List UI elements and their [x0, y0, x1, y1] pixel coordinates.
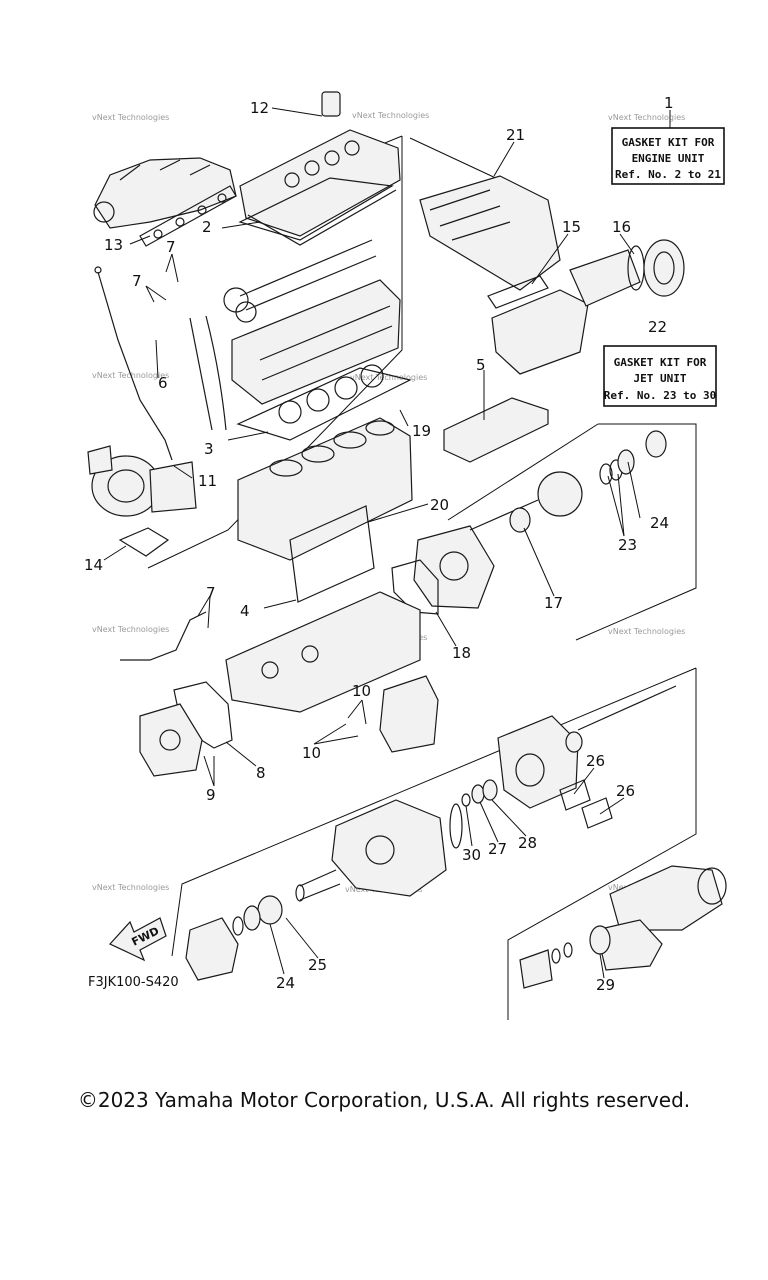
- coupling-gasket: [391, 559, 439, 615]
- turbocharger: [87, 445, 197, 517]
- watermark: vNext Technologies: [92, 113, 169, 122]
- intake-manifold: [419, 175, 561, 291]
- bearing-housing: [185, 917, 239, 981]
- oil-pump: [379, 675, 439, 753]
- callout-3: 3: [204, 440, 214, 458]
- callout-19: 19: [412, 422, 431, 440]
- fwd-arrow: FWD: [109, 917, 167, 962]
- jet-seals: [461, 779, 498, 807]
- oil-dipstick: [94, 266, 173, 461]
- callout-4: 4: [240, 602, 250, 620]
- callout-22: 22: [648, 318, 667, 336]
- water-pump-cover: [139, 703, 203, 777]
- jet-gasket-kit-box: GASKET KIT FOR JET UNIT Ref. No. 23 to 3…: [603, 345, 717, 407]
- copyright-notice: ©2023 Yamaha Motor Corporation, U.S.A. A…: [77, 1088, 691, 1112]
- throttle-body: [569, 239, 685, 307]
- jet-kit-line3: Ref. No. 23 to 30: [604, 389, 717, 402]
- callout-6: 6: [158, 374, 168, 392]
- cylinder-block: [237, 417, 413, 561]
- leader-lines: [103, 107, 671, 979]
- callout-15: 15: [562, 218, 581, 236]
- callout-13: 13: [104, 236, 123, 254]
- callout-24: 24: [276, 974, 295, 992]
- oil-pan-cover: [443, 397, 549, 463]
- callout-24: 24: [650, 514, 669, 532]
- crankcase-gasket: [289, 505, 375, 603]
- coupling-housing: [413, 525, 495, 609]
- engine-kit-line2: ENGINE UNIT: [632, 152, 705, 165]
- callout-14: 14: [84, 556, 103, 574]
- head-gasket: [236, 364, 412, 441]
- callout-26: 26: [616, 782, 635, 800]
- callout-17: 17: [544, 594, 563, 612]
- camshafts: [223, 239, 377, 323]
- engine-gasket-kit-box: GASKET KIT FOR ENGINE UNIT Ref. No. 2 to…: [611, 127, 725, 185]
- callout-9: 9: [206, 786, 216, 804]
- nozzle-assembly: [595, 865, 727, 971]
- jet-unit-gaskets: [559, 779, 613, 829]
- jet-kit-line1: GASKET KIT FOR: [614, 356, 707, 369]
- callout-7: 7: [166, 238, 176, 256]
- watermark: vNext Technologies: [608, 113, 685, 122]
- callout-10: 10: [302, 744, 321, 762]
- callout-27: 27: [488, 840, 507, 858]
- callout-1: 1: [664, 94, 674, 112]
- exhaust-manifold-left: [93, 157, 237, 229]
- watermark: vNext Technologies: [92, 883, 169, 892]
- callout-23: 23: [618, 536, 637, 554]
- impeller-and-bushing: [519, 925, 611, 989]
- callout-numbers: 12 21 1 2 13 7 15 16 7 6 22 5 3 19 11 20…: [84, 94, 674, 994]
- callout-8: 8: [256, 764, 266, 782]
- turbo-gasket: [118, 527, 170, 557]
- callout-12: 12: [250, 99, 269, 117]
- watermark: vNext Technologies: [608, 627, 685, 636]
- callout-16: 16: [612, 218, 631, 236]
- callout-10: 10: [352, 682, 371, 700]
- crankcase-lower: [225, 591, 421, 713]
- callout-29: 29: [596, 976, 615, 994]
- callout-25: 25: [308, 956, 327, 974]
- watermark: vNext Technologies: [352, 111, 429, 120]
- callout-28: 28: [518, 834, 537, 852]
- exhaust-gasket-left: [139, 185, 237, 247]
- timing-chain: [189, 315, 227, 431]
- watermark: vNext Technologies: [92, 625, 169, 634]
- watermark: vNext Technologies: [350, 373, 427, 382]
- engine-kit-line3: Ref. No. 2 to 21: [615, 168, 721, 181]
- oil-breather-hose: [120, 611, 207, 661]
- callout-30: 30: [462, 846, 481, 864]
- callout-5: 5: [476, 356, 486, 374]
- impeller-housing-upper: [497, 685, 677, 809]
- callout-11: 11: [198, 472, 217, 490]
- callout-2: 2: [202, 218, 212, 236]
- drive-shaft-upper: [469, 430, 667, 533]
- head-cover-gasket: [238, 177, 394, 241]
- callout-7: 7: [132, 272, 142, 290]
- drive-shaft-lower: [232, 869, 341, 936]
- intake-gasket: [487, 275, 549, 309]
- engine-kit-line1: GASKET KIT FOR: [622, 136, 715, 149]
- cylinder-head: [231, 279, 401, 405]
- callout-18: 18: [452, 644, 471, 662]
- callout-26: 26: [586, 752, 605, 770]
- jet-pump-housing: [331, 799, 463, 897]
- callout-21: 21: [506, 126, 525, 144]
- jet-kit-line2: JET UNIT: [634, 372, 687, 385]
- callout-7: 7: [206, 584, 216, 602]
- diagram-code: F3JK100-S420: [88, 975, 179, 990]
- air-intake-chamber: [491, 289, 589, 375]
- callout-20: 20: [430, 496, 449, 514]
